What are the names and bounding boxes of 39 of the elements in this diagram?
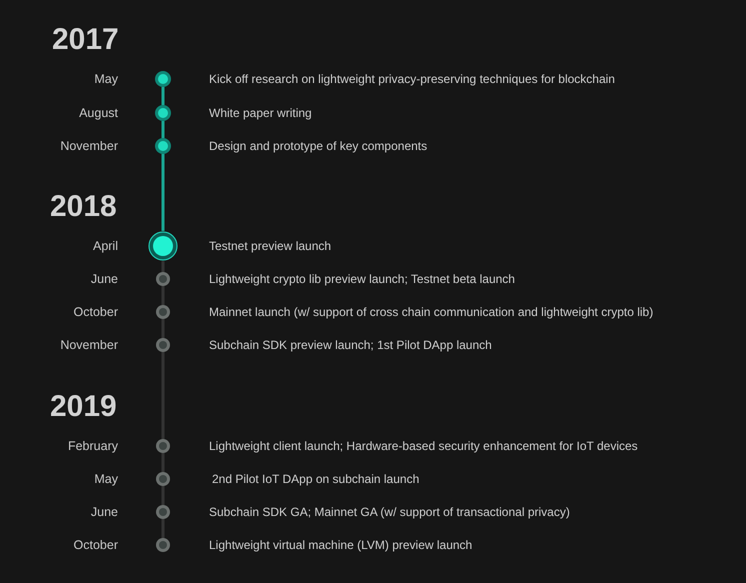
month-label: June [90,504,118,520]
timeline-line [162,87,164,105]
timeline-dot [155,71,171,87]
milestone-text: Lightweight virtual machine (LVM) preview launch [209,537,472,553]
timeline-dot [156,472,170,486]
milestone-text: 2nd Pilot IoT DApp on subchain launch [212,471,420,487]
timeline-dot [155,138,171,154]
timeline-dot [156,305,170,319]
month-label: October [74,537,118,553]
milestone-text: Mainnet launch (w/ support of cross chain communication and lightweight crypto lib) [209,304,654,320]
month-label: May [94,71,118,87]
month-label: April [92,238,118,254]
milestone-text: Testnet preview launch [209,238,332,254]
month-label: June [90,271,118,287]
timeline-dot [155,105,171,121]
month-label: February [68,438,118,454]
timeline-dot [156,505,170,519]
timeline-dot [148,231,178,261]
milestone-text: Lightweight crypto lib preview launch; Testnet beta launch [209,271,515,287]
month-label: November [60,337,118,353]
milestone-text: White paper writing [209,105,312,121]
year-heading: 2019 [50,390,117,424]
month-label: November [60,138,118,154]
timeline-dot [156,338,170,352]
milestone-text: Lightweight client launch; Hardware-based security enhancement for IoT devices [209,438,638,454]
month-label: May [94,471,118,487]
month-label: August [79,105,118,121]
year-heading: 2018 [50,190,117,224]
timeline-dot [156,538,170,552]
timeline-dot [156,272,170,286]
milestone-text: Kick off research on lightweight privacy-preserving techniques for blockchain [209,71,615,87]
milestone-text: Design and prototype of key components [209,138,428,154]
timeline-dot [156,439,170,453]
timeline-line [162,154,164,231]
month-label: October [74,304,118,320]
year-heading: 2017 [52,23,119,57]
milestone-text: Subchain SDK GA; Mainnet GA (w/ support of transactional privacy) [209,504,570,520]
timeline-line [162,121,164,138]
milestone-text: Subchain SDK preview launch; 1st Pilot DApp launch [209,337,492,353]
